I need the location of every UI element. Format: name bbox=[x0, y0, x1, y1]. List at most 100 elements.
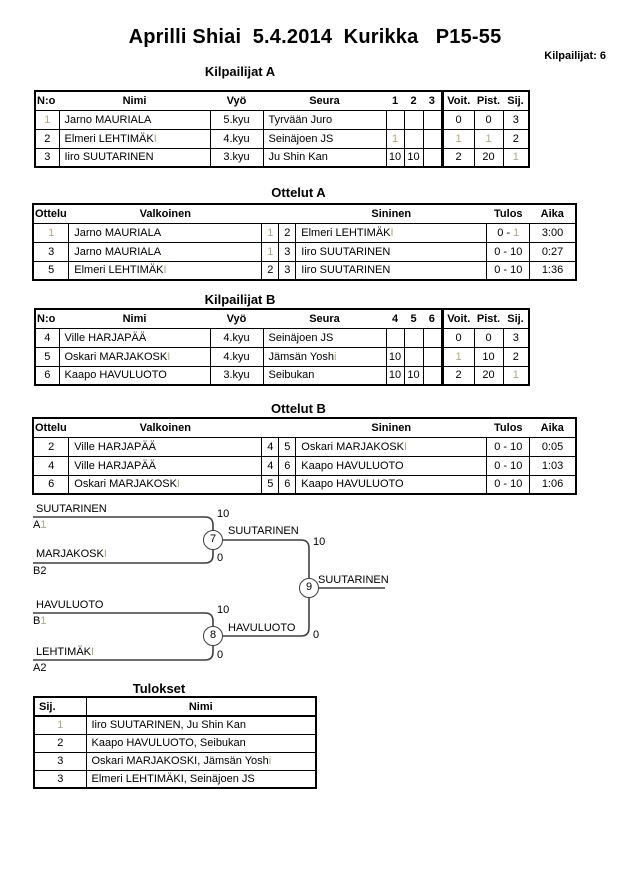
text: 3.kyu bbox=[223, 369, 250, 382]
text: Oskari MARJAKOSKI, Jämsän Yosh bbox=[91, 755, 269, 767]
text: 4 bbox=[267, 459, 274, 472]
bracket-entry-name: LEHTIMÄKI bbox=[36, 646, 94, 658]
text: 2 bbox=[512, 350, 519, 363]
text: 10 bbox=[388, 151, 402, 164]
header-row: Sij. Nimi bbox=[34, 697, 316, 717]
faint-text: 1 bbox=[512, 151, 519, 164]
text: 1:03 bbox=[541, 459, 564, 472]
cell: 3.kyu bbox=[209, 147, 264, 168]
text: SUUTARINEN bbox=[318, 574, 389, 586]
text: 0 - 10 bbox=[494, 440, 523, 453]
match-number-circle: 7 bbox=[203, 530, 223, 550]
faint-text: I bbox=[390, 226, 394, 239]
text: Jarno MAURIALA bbox=[64, 113, 152, 126]
text: 4.kyu bbox=[223, 132, 250, 145]
cell: 5 bbox=[32, 260, 70, 281]
text: Kaapo HAVULUOTO bbox=[64, 369, 167, 382]
bracket-winner-score: 0 bbox=[313, 629, 319, 641]
cell: Elmeri LEHTIMÄKI, Seinäjoen JS bbox=[85, 769, 317, 789]
col-header: Pist. bbox=[474, 91, 503, 111]
cell: Oskari MARJAKOSKI bbox=[58, 346, 211, 367]
bracket-champion-name: SUUTARINEN bbox=[318, 574, 389, 586]
faint-text: 1 bbox=[455, 132, 462, 145]
faint-text: 1 bbox=[40, 519, 47, 531]
text: Oskari MARJAKOSK bbox=[64, 350, 168, 363]
text: Elmeri LEHTIMÄKI, Seinäjoen JS bbox=[91, 772, 255, 785]
text: Elmeri LEHTIMÄK bbox=[74, 264, 164, 277]
text: 0 - bbox=[497, 226, 514, 239]
text: Kaapo HAVULUOTO, Seibukan bbox=[91, 737, 246, 749]
section-heading-ottelut-a: Ottelut A bbox=[271, 185, 326, 200]
text: 3 bbox=[44, 151, 51, 164]
col-header: Voit. bbox=[440, 309, 474, 329]
faint-text: 1 bbox=[485, 132, 492, 145]
cell: 1 bbox=[502, 365, 530, 386]
text: 1:36 bbox=[541, 264, 564, 277]
text: 2 bbox=[455, 369, 462, 382]
text: 3 bbox=[284, 264, 291, 277]
text: 0 bbox=[485, 331, 492, 344]
text: 0:05 bbox=[541, 440, 564, 453]
text: Ville HARJAPÄÄ bbox=[64, 331, 147, 344]
col-header: Aika bbox=[529, 204, 576, 224]
page-title: Aprilli Shiai 5.4.2014 Kurikka P15-55 bbox=[128, 26, 502, 48]
section-heading-kilpailijat-a: Kilpailijat A bbox=[204, 64, 276, 79]
bracket-entry-seed: B1 bbox=[33, 615, 46, 627]
bracket-entry-seed: B2 bbox=[33, 565, 46, 577]
text: 2 bbox=[57, 737, 64, 749]
text: Jämsän Yosh bbox=[268, 350, 334, 363]
text: A2 bbox=[33, 662, 47, 674]
bracket-winner-name: SUUTARINEN bbox=[228, 525, 299, 537]
cell: Kaapo HAVULUOTO bbox=[58, 365, 211, 386]
bracket-winner-score: 10 bbox=[313, 536, 325, 548]
text: Seinäjoen JS bbox=[268, 132, 334, 145]
text: 20 bbox=[482, 369, 495, 382]
faint-text: 1 bbox=[48, 226, 55, 239]
text: 2 bbox=[267, 264, 274, 277]
text: 4.kyu bbox=[223, 350, 250, 363]
faint-text: 1 bbox=[267, 245, 274, 258]
text: A bbox=[33, 519, 41, 531]
text: 5 bbox=[267, 478, 274, 491]
col-header: Sij. bbox=[34, 697, 87, 717]
text: 0 - 10 bbox=[494, 478, 523, 491]
text: Elmeri LEHTIMÄK bbox=[64, 132, 154, 145]
section-heading-ottelut-b: Ottelut B bbox=[271, 401, 326, 416]
bracket-entry-name: HAVULUOTO bbox=[36, 599, 103, 611]
bracket-entry-name: SUUTARINEN bbox=[36, 503, 107, 515]
text: Iiro SUUTARINEN bbox=[64, 151, 154, 164]
bracket-entry-score: 10 bbox=[217, 508, 229, 520]
bracket-entry-seed: A1 bbox=[33, 519, 46, 531]
text: 6 bbox=[284, 478, 291, 491]
text: 0 bbox=[217, 552, 224, 564]
text: Elmeri LEHTIMÄK bbox=[301, 226, 391, 239]
cell: Iiro SUUTARINEN bbox=[58, 147, 211, 168]
text: LEHTIMÄK bbox=[36, 646, 92, 658]
text: 5 bbox=[284, 440, 291, 453]
text: 0:27 bbox=[541, 245, 564, 258]
cell: 1:06 bbox=[529, 474, 577, 495]
text: SUUTARINEN bbox=[228, 525, 299, 537]
col-header: Sij. bbox=[503, 309, 529, 329]
cell: Kaapo HAVULUOTO, Seibukan bbox=[85, 733, 317, 753]
bracket-entry-name: MARJAKOSKI bbox=[36, 548, 107, 560]
section-heading-kilpailijat-b: Kilpailijat B bbox=[204, 292, 276, 307]
text: 3 bbox=[57, 772, 64, 785]
text: 10 bbox=[313, 536, 326, 548]
text: B bbox=[33, 615, 41, 627]
faint-text: I bbox=[403, 440, 408, 453]
faint-text: 1 bbox=[391, 132, 399, 145]
text: 5 bbox=[44, 350, 51, 363]
bracket-entry-score: 0 bbox=[217, 552, 223, 564]
faint-text: I bbox=[103, 548, 107, 560]
text: 3.kyu bbox=[223, 151, 250, 164]
faint-text: i bbox=[333, 350, 337, 363]
